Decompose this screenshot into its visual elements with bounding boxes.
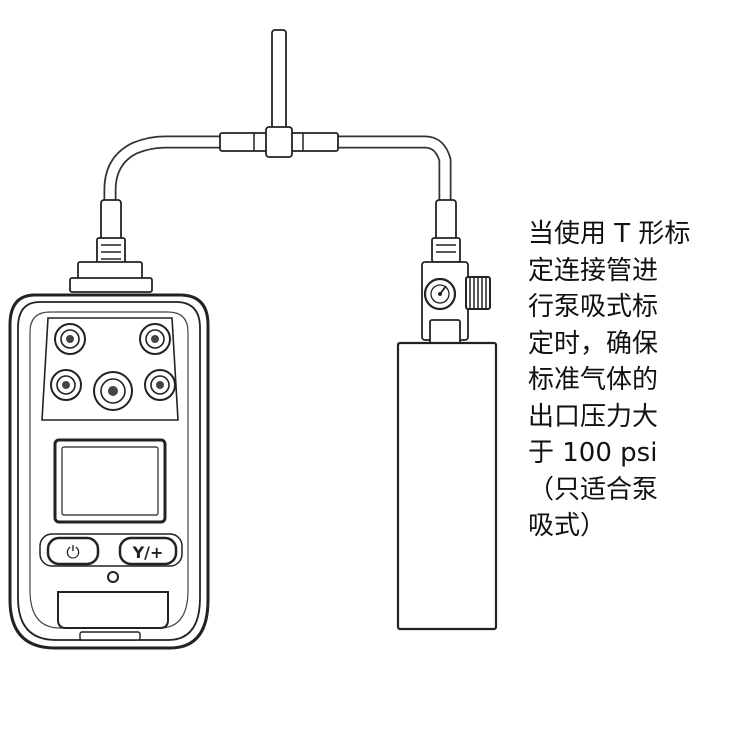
caption-line: 于 100 psi	[528, 438, 658, 468]
display-screen	[53, 438, 167, 524]
caption-line: 出口压力大	[528, 401, 659, 432]
y-plus-label: Y/+	[132, 543, 164, 562]
t-connector-tube	[96, 29, 461, 265]
caption-line: 当使用 T 形标	[528, 219, 691, 249]
indicator-hole	[107, 571, 119, 583]
gas-detector: ⏻ Y/+	[8, 261, 210, 650]
gas-cylinder	[396, 261, 498, 631]
instruction-caption: 当使用 T 形标 定连接管进 行泵吸式标 定时，确保 标准气体的 出口压力大 于…	[528, 216, 738, 545]
sensor-grille-top-right	[139, 323, 171, 355]
sensor-grille-center	[93, 371, 133, 411]
power-symbol: ⏻	[66, 543, 80, 563]
caption-line: 标准气体的	[528, 365, 659, 395]
sensor-grille-top-left	[54, 323, 86, 355]
cylinder-body	[396, 341, 498, 631]
sensor-grille-bottom-left	[50, 369, 82, 401]
power-button[interactable]	[46, 536, 100, 566]
caption-line: 定时，确保	[528, 328, 659, 359]
regulator	[421, 261, 491, 345]
y-plus-button[interactable]	[118, 536, 178, 566]
caption-line: 行泵吸式标	[528, 292, 659, 322]
sensor-grille-bottom-right	[144, 369, 176, 401]
caption-line: （只适合泵	[528, 474, 659, 505]
caption-line: 定连接管进	[528, 255, 659, 286]
caption-line: 吸式）	[528, 511, 607, 541]
